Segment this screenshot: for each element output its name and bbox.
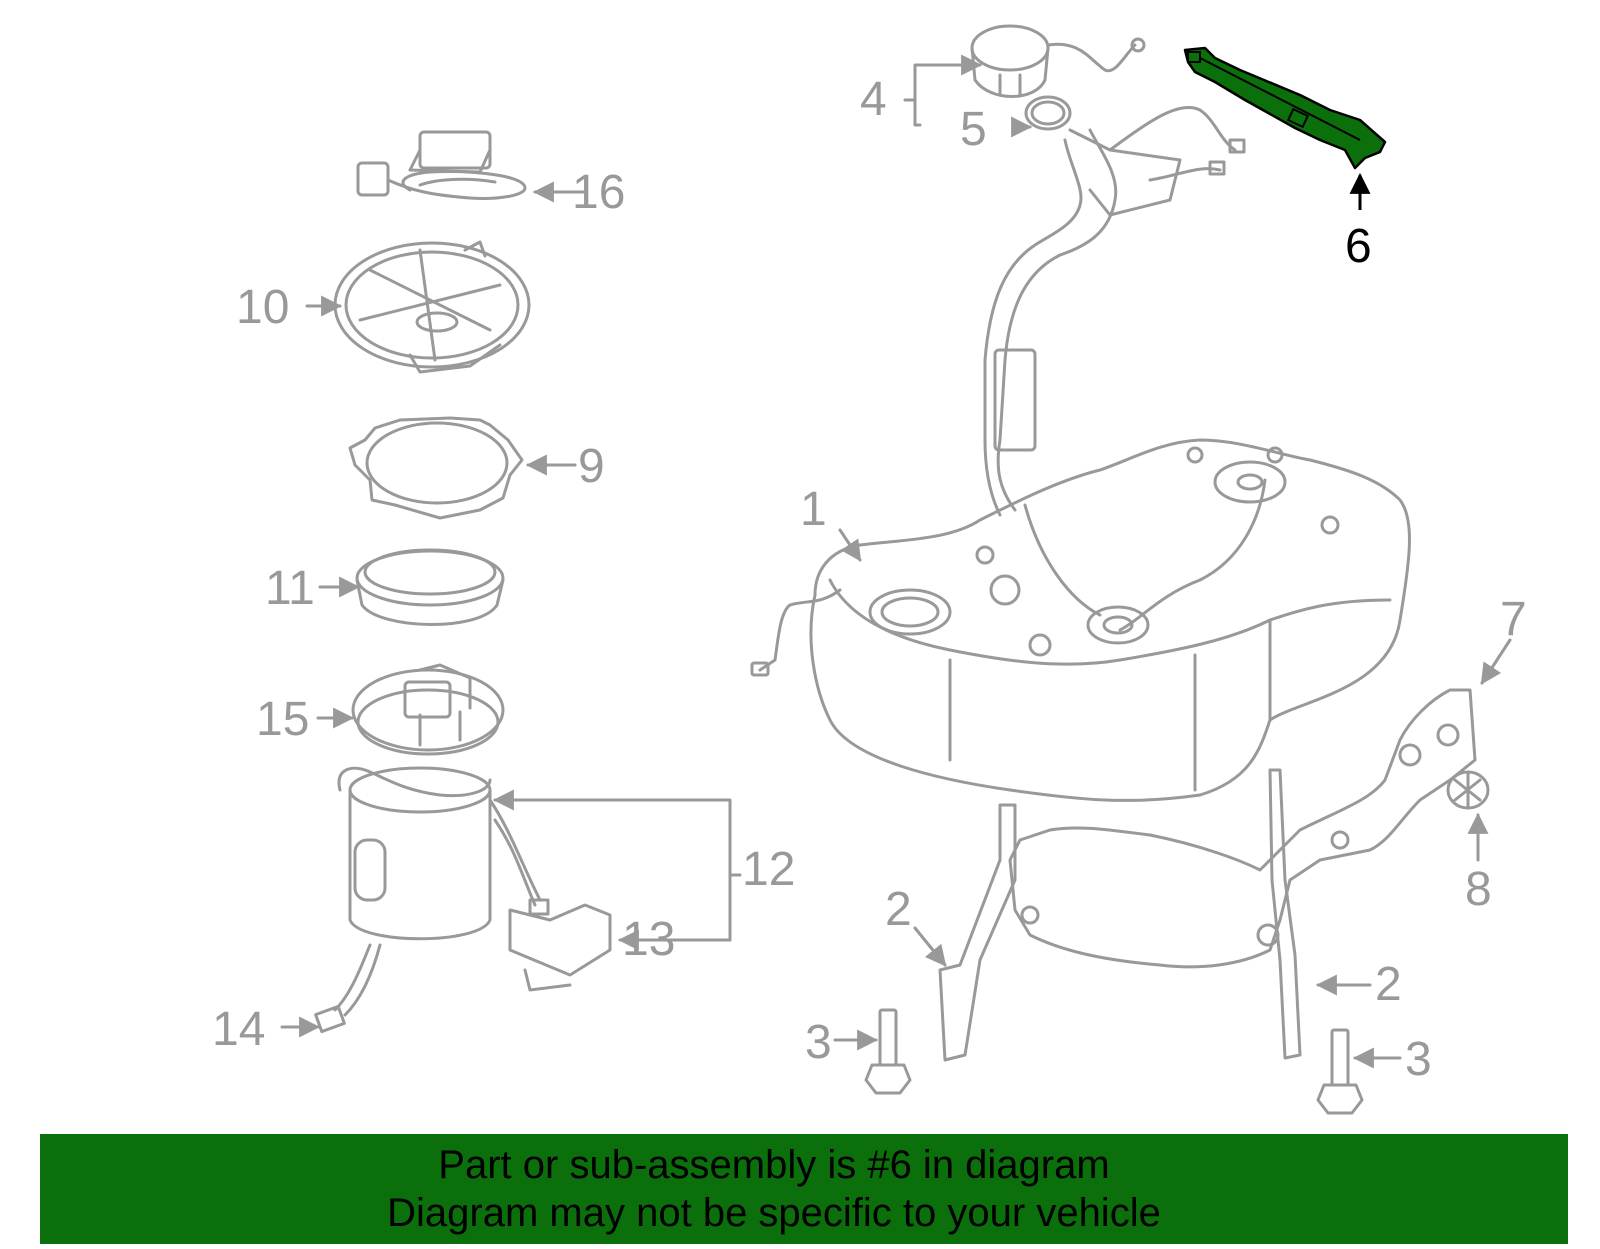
callout-12[interactable]: 12 — [742, 843, 795, 896]
callout-13[interactable]: 13 — [622, 913, 675, 966]
part-2-strap-left[interactable] — [938, 803, 1017, 1062]
callout-2-right[interactable]: 2 — [1375, 958, 1402, 1011]
banner-line-2: Diagram may not be specific to your vehi… — [387, 1191, 1161, 1235]
part-15-pump-top[interactable] — [351, 663, 505, 756]
part-16-sender-unit[interactable] — [356, 130, 527, 200]
part-2-strap-right[interactable] — [1268, 768, 1302, 1060]
callout-10[interactable]: 10 — [236, 281, 289, 334]
part-11-seal[interactable] — [355, 548, 505, 626]
callout-3-right[interactable]: 3 — [1405, 1033, 1432, 1086]
part-9-retaining-ring[interactable] — [348, 416, 524, 520]
callout-7[interactable]: 7 — [1500, 593, 1527, 646]
callout-1[interactable]: 1 — [800, 483, 827, 536]
callout-6-highlighted[interactable]: 6 — [1345, 220, 1372, 273]
part-13-bracket[interactable] — [508, 898, 612, 992]
callout-5[interactable]: 5 — [960, 103, 987, 156]
callout-15[interactable]: 15 — [256, 693, 309, 746]
part-5-o-ring[interactable] — [1024, 95, 1072, 131]
part-7-heat-shield[interactable] — [1008, 688, 1477, 969]
part-12-pump-housing[interactable] — [333, 766, 542, 1017]
part-3-bolt-left[interactable] — [864, 1008, 912, 1095]
info-banner: Part or sub-assembly is #6 in diagram Di… — [40, 1134, 1568, 1244]
callout-8[interactable]: 8 — [1465, 863, 1492, 916]
part-3-bolt-right[interactable] — [1316, 1028, 1364, 1115]
leader-lines — [280, 54, 1512, 1069]
callout-labels: 1 2 2 3 3 4 5 7 8 9 10 11 12 13 14 15 16 — [212, 73, 1527, 1086]
part-14-connector[interactable] — [314, 1004, 346, 1034]
callout-11[interactable]: 11 — [265, 562, 315, 615]
part-4-fuel-cap[interactable] — [970, 24, 1146, 98]
part-8-grommet[interactable] — [1446, 770, 1490, 810]
callout-4[interactable]: 4 — [860, 73, 887, 126]
callout-14[interactable]: 14 — [212, 1003, 265, 1056]
parts-diagram: 1 2 2 3 3 4 5 7 8 9 10 11 12 13 14 15 16… — [212, 24, 1527, 1115]
callout-2-left[interactable]: 2 — [885, 883, 912, 936]
callout-3-left[interactable]: 3 — [805, 1016, 832, 1069]
banner-line-1: Part or sub-assembly is #6 in diagram — [438, 1143, 1110, 1187]
callout-9[interactable]: 9 — [578, 440, 605, 493]
filler-neck — [983, 105, 1246, 517]
part-10-cover-plate[interactable] — [333, 240, 531, 374]
part-6-highlighted[interactable] — [1183, 46, 1387, 210]
callout-16[interactable]: 16 — [572, 166, 625, 219]
part-1-fuel-tank[interactable] — [750, 438, 1411, 802]
